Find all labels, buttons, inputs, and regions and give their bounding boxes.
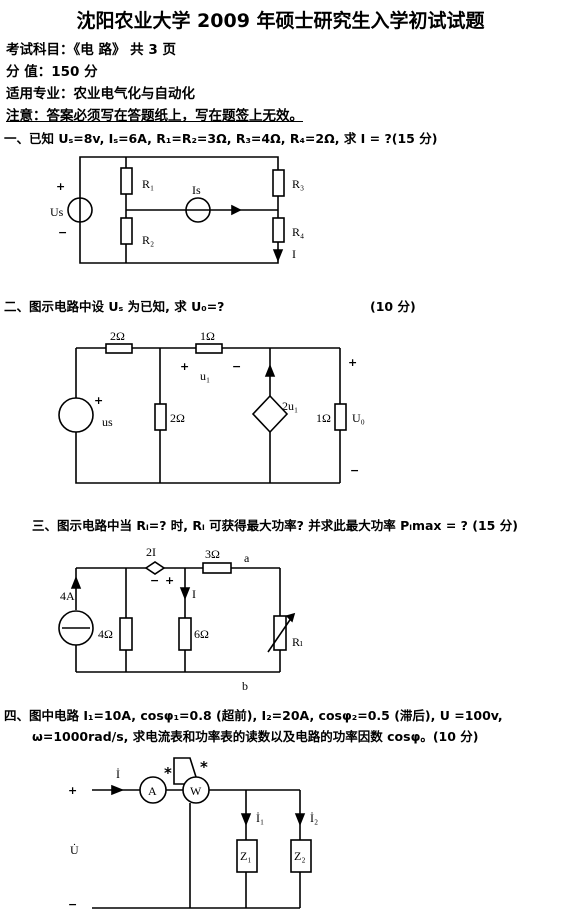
svg-text:2Ω: 2Ω [110,329,125,343]
svg-text:+: + [165,574,174,587]
resistor-2ohm-mid [154,403,167,431]
page-title: 沈阳农业大学 2009 年硕士研究生入学初试试题 [76,10,485,32]
svg-text:−: − [68,898,77,911]
svg-text:*: * [200,758,208,776]
question-4-line-1: 四、图中电路 I₁=10A, cosφ₁=0.8 (超前), I₂=20A, c… [4,708,503,723]
svg-text:b: b [242,679,248,693]
svg-text:R₃: R₃ [292,177,304,191]
svg-text:+: + [68,784,77,797]
resistor-3ohm [202,562,232,574]
svg-text:İ₁: İ₁ [256,811,264,825]
circuit-1: + Us − R₁ R₂ Is R₃ R₄ I [50,156,304,264]
svg-text:I: I [192,587,196,601]
resistor-r2 [120,217,133,245]
exam-major: 适用专业：农业电气化与自动化 [6,86,195,102]
impedance-z1 [236,839,258,873]
circuit-3: 2I − + 3Ω a 4A 4Ω I 6Ω Rₗ b [58,545,303,693]
svg-text:2u₁: 2u₁ [282,399,298,413]
svg-text:−: − [232,360,241,373]
question-1-text: 一、已知 Uₛ=8v, Iₛ=6A, R₁=R₂=3Ω, R₃=4Ω, R₄=2… [4,131,438,146]
variable-resistor-rl [273,615,287,651]
svg-text:+: + [94,394,103,407]
svg-text:2Ω: 2Ω [170,411,185,425]
svg-text:I: I [292,247,296,261]
svg-text:Z₂: Z₂ [294,849,306,863]
impedance-z2 [290,839,312,873]
svg-text:+: + [348,356,357,369]
svg-text:İ₂: İ₂ [310,811,318,825]
exam-subject: 考试科目：《电 路》 共 3 页 [6,42,176,58]
svg-text:2I: 2I [146,545,156,559]
circuit-2: 2Ω 1Ω + u₁ − + us 2Ω 2u₁ 1Ω U₀ + − [58,329,365,484]
svg-text:1Ω: 1Ω [200,329,215,343]
question-3-text: 三、图示电路中当 Rₗ=? 时, Rₗ 可获得最大功率? 并求此最大功率 Pₗm… [32,518,518,533]
svg-text:a: a [244,551,250,565]
question-4-line-2: ω=1000rad/s, 求电流表和功率表的读数以及电路的功率因数 cosφ。(… [32,729,479,744]
svg-text:U̇: U̇ [70,843,79,857]
resistor-r1 [120,167,133,195]
exam-score: 分 值：150 分 [6,64,98,80]
svg-text:R₁: R₁ [142,177,154,191]
svg-text:+: + [56,180,65,193]
svg-text:İ: İ [116,767,120,781]
svg-text:R₂: R₂ [142,233,154,247]
resistor-r4 [272,217,285,243]
svg-text:3Ω: 3Ω [205,547,220,561]
svg-text:Rₗ: Rₗ [292,635,303,649]
svg-text:W: W [190,784,202,798]
resistor-2ohm-top [105,343,133,354]
svg-text:Us: Us [50,205,64,219]
circuit-4: İ + A W * * U̇ İ₁ İ₂ Z₁ Z₂ − [68,757,318,911]
svg-text:Is: Is [192,183,201,197]
voltage-source-us [58,397,94,433]
svg-text:−: − [58,226,67,239]
resistor-1ohm-top [195,343,223,354]
svg-text:A: A [148,784,157,798]
svg-text:1Ω: 1Ω [316,411,331,425]
current-i-arrow [272,249,284,263]
svg-text:4A: 4A [60,589,75,603]
exam-notice: 注意：答案必须写在答题纸上，写在题签上无效。 [6,108,303,124]
resistor-r3 [272,169,285,197]
resistor-4ohm [119,617,133,651]
svg-text:−: − [150,574,159,587]
svg-text:*: * [164,764,172,782]
svg-text:6Ω: 6Ω [194,627,209,641]
dependent-voltage-source [144,561,166,575]
svg-text:R₄: R₄ [292,225,304,239]
svg-text:−: − [350,464,359,477]
resistor-6ohm [178,617,192,651]
svg-text:us: us [102,415,113,429]
svg-text:u₁: u₁ [200,369,210,383]
resistor-1ohm-right [334,403,347,431]
question-2-points: (10 分) [370,299,416,314]
svg-text:4Ω: 4Ω [98,627,113,641]
question-2-text: 二、图示电路中设 Uₛ 为已知, 求 U₀=? [4,299,225,314]
svg-text:U₀: U₀ [352,411,365,425]
svg-text:Z₁: Z₁ [240,849,252,863]
svg-text:+: + [180,360,189,373]
